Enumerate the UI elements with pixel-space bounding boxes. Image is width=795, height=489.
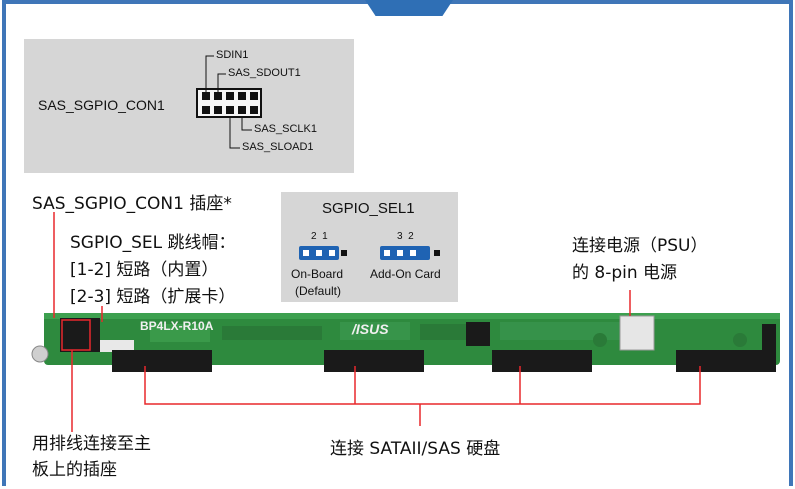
addon-label: Add-On Card [370,267,441,281]
pin-label-sdout1: SAS_SDOUT1 [228,67,301,79]
addon-pin-numbers: 3 2 [397,231,414,242]
onboard-label: On-Board [291,267,344,281]
power-callout-line2: 的 8-pin 电源 [572,263,678,283]
sata-callout: 连接 SATAII/SAS 硬盘 [330,439,501,459]
pcb-logo: /ISUS [352,321,389,337]
connector-name-label: SAS_SGPIO_CON1 [38,97,165,113]
pin-label-sload1: SAS_SLOAD1 [242,141,314,153]
jumper-callout-2-3: [2-3] 短路（扩展卡） [70,287,236,307]
jumper-title: SGPIO_SEL1 [322,200,415,217]
pcb-silkscreen: BP4LX-R10A [140,319,214,333]
bottom-left-callout-line2: 板上的插座 [32,460,117,480]
pin-label-sdin1: SDIN1 [216,49,249,61]
bottom-left-callout-line1: 用排线连接至主 [32,434,151,454]
pin-label-sclk1: SAS_SCLK1 [254,123,317,135]
power-callout-line1: 连接电源（PSU） [572,236,708,256]
sgpio-header-callout: SAS_SGPIO_CON1 插座* [32,194,232,214]
onboard-default-label: (Default) [295,284,342,298]
header-tab [365,0,453,16]
jumper-callout-1-2: [1-2] 短路（内置） [70,260,219,280]
jumper-callout-title: SGPIO_SEL 跳线帽： [70,233,236,253]
onboard-pin-numbers: 2 1 [311,231,328,242]
connector-detail-panel [24,39,354,173]
